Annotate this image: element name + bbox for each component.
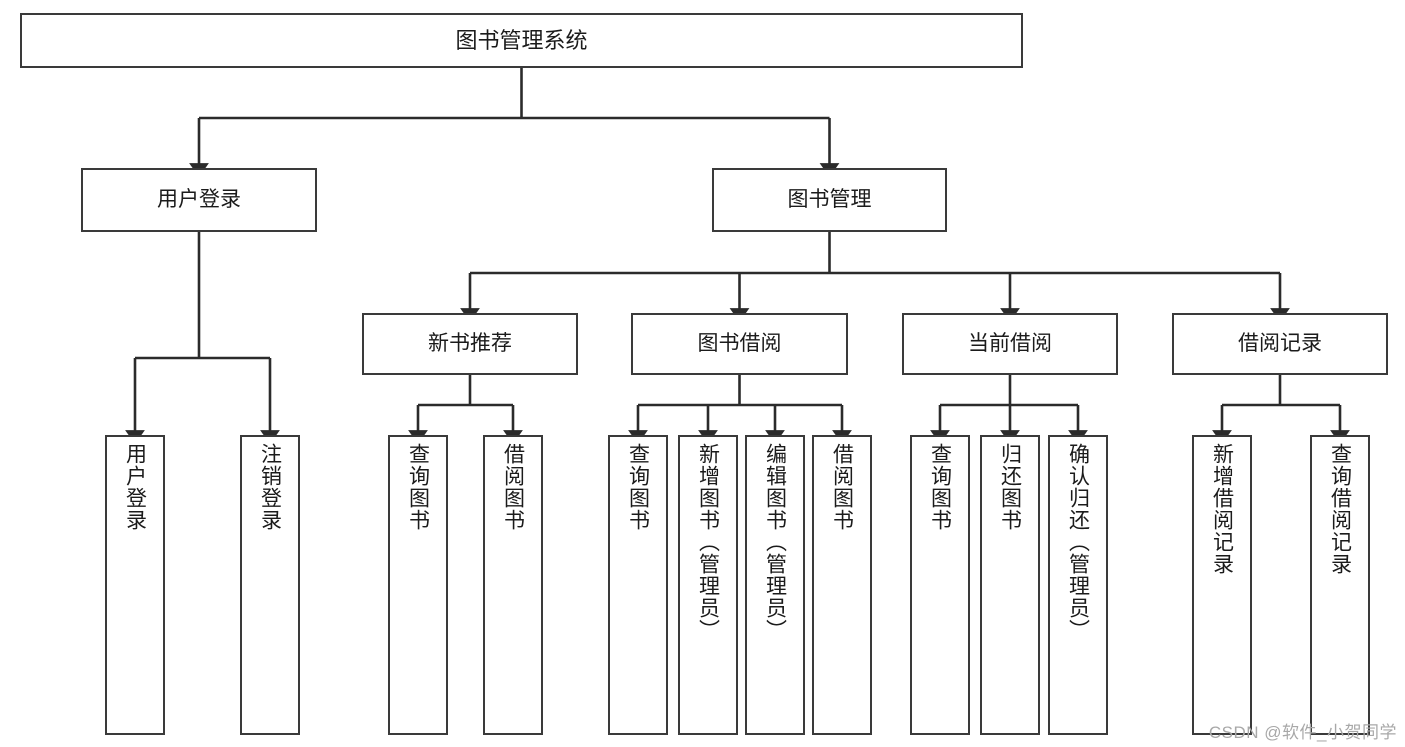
node-leaf-add-record-label: 新增借阅记录: [1210, 443, 1234, 575]
node-new-book-recommend[interactable]: 新书推荐: [362, 313, 578, 375]
node-leaf-edit-book[interactable]: 编辑图书（管理员）: [745, 435, 805, 735]
node-user-login[interactable]: 用户登录: [81, 168, 317, 232]
node-current-borrow-label: 当前借阅: [968, 331, 1052, 355]
node-book-manage-label: 图书管理: [787, 187, 872, 211]
node-leaf-add-book-label: 新增图书（管理员）: [696, 443, 720, 641]
node-current-borrow[interactable]: 当前借阅: [902, 313, 1118, 375]
node-leaf-user-login[interactable]: 用户登录: [105, 435, 165, 735]
node-leaf-add-book[interactable]: 新增图书（管理员）: [678, 435, 738, 735]
node-leaf-return-book[interactable]: 归还图书: [980, 435, 1040, 735]
node-leaf-borrow-book-1-label: 借阅图书: [501, 443, 525, 531]
node-leaf-borrow-book-1[interactable]: 借阅图书: [483, 435, 543, 735]
node-book-borrow-label: 图书借阅: [697, 331, 782, 355]
node-leaf-logout-label: 注销登录: [258, 443, 282, 531]
node-leaf-query-book-3-label: 查询图书: [928, 443, 952, 531]
node-root-label: 图书管理系统: [455, 27, 588, 53]
node-leaf-add-record[interactable]: 新增借阅记录: [1192, 435, 1252, 735]
node-leaf-query-record-label: 查询借阅记录: [1328, 443, 1352, 575]
node-book-borrow[interactable]: 图书借阅: [631, 313, 848, 375]
node-root[interactable]: 图书管理系统: [20, 13, 1023, 68]
node-new-book-recommend-label: 新书推荐: [428, 331, 512, 355]
node-leaf-query-book-2[interactable]: 查询图书: [608, 435, 668, 735]
node-leaf-edit-book-label: 编辑图书（管理员）: [763, 443, 787, 641]
node-borrow-record-label: 借阅记录: [1238, 331, 1322, 355]
node-user-login-label: 用户登录: [157, 187, 241, 211]
node-borrow-record[interactable]: 借阅记录: [1172, 313, 1388, 375]
node-leaf-query-book-1-label: 查询图书: [406, 443, 430, 531]
watermark: CSDN @软件_小贺同学: [1208, 723, 1397, 742]
node-leaf-query-record[interactable]: 查询借阅记录: [1310, 435, 1370, 735]
node-leaf-query-book-1[interactable]: 查询图书: [388, 435, 448, 735]
node-leaf-borrow-book-2[interactable]: 借阅图书: [812, 435, 872, 735]
node-leaf-query-book-3[interactable]: 查询图书: [910, 435, 970, 735]
node-leaf-logout[interactable]: 注销登录: [240, 435, 300, 735]
node-leaf-borrow-book-2-label: 借阅图书: [830, 443, 854, 531]
node-leaf-return-book-label: 归还图书: [998, 443, 1022, 531]
node-leaf-confirm-return[interactable]: 确认归还（管理员）: [1048, 435, 1108, 735]
node-leaf-user-login-label: 用户登录: [123, 443, 147, 531]
node-leaf-query-book-2-label: 查询图书: [626, 443, 650, 531]
node-leaf-confirm-return-label: 确认归还（管理员）: [1066, 443, 1090, 641]
node-book-manage[interactable]: 图书管理: [712, 168, 947, 232]
